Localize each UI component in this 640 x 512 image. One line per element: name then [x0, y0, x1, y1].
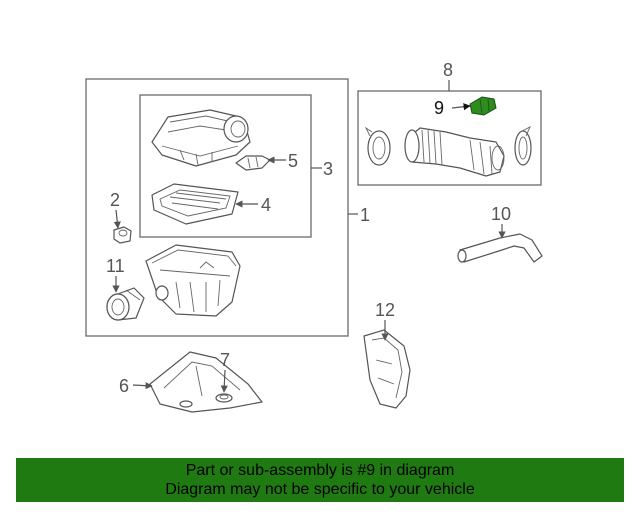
grommet-part-7: [215, 393, 233, 403]
air-cleaner-cover: [151, 109, 251, 167]
parts-diagram: 1 2 3 4 5 6 7 8 9 10 11 12: [85, 60, 543, 413]
leader-6: [132, 382, 153, 390]
callout-8: 8: [443, 60, 453, 80]
banner-line-2: Diagram may not be specific to your vehi…: [165, 481, 475, 498]
adapter-part-11: [106, 287, 145, 321]
leader-9: [451, 103, 471, 111]
hose-part-10: [457, 233, 543, 263]
filter-element-part-4: [151, 183, 239, 225]
inlet-tube: [404, 127, 505, 177]
bracket-part-12: [363, 329, 411, 409]
callout-10: 10: [491, 204, 511, 224]
callout-6: 6: [119, 376, 129, 396]
info-banner: Part or sub-assembly is #9 in diagram Di…: [16, 458, 624, 502]
leader-2: [113, 209, 121, 229]
callout-2: 2: [110, 190, 120, 210]
banner-line-1: Part or sub-assembly is #9 in diagram: [185, 462, 455, 479]
air-cleaner-housing: [145, 244, 241, 317]
tray-part-6: [149, 351, 263, 413]
clamp-right: [514, 126, 532, 166]
sensor-part-9[interactable]: [469, 96, 497, 116]
leader-7: [220, 369, 228, 393]
callout-11: 11: [106, 256, 125, 276]
callout-5: 5: [288, 151, 298, 171]
clip-part-2: [113, 226, 132, 244]
clamp-left: [364, 126, 391, 166]
callout-12: 12: [375, 300, 395, 320]
bracket-part-5: [235, 155, 271, 171]
callout-3: 3: [323, 159, 333, 179]
callout-9[interactable]: 9: [434, 98, 444, 118]
assembly-box-3: [139, 94, 312, 238]
callout-1: 1: [360, 205, 370, 225]
assembly-box-1: [85, 78, 349, 337]
callout-7: 7: [220, 350, 230, 370]
callout-4: 4: [261, 195, 271, 215]
